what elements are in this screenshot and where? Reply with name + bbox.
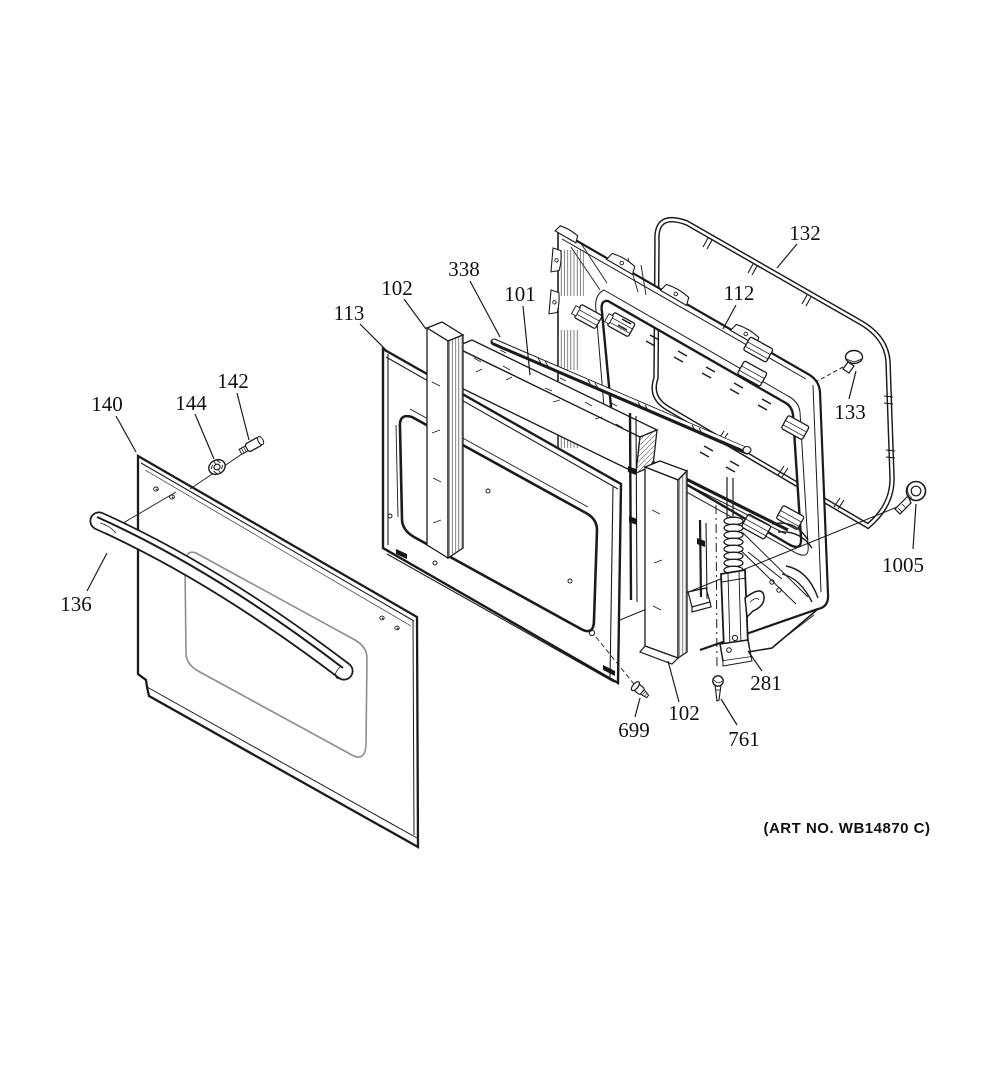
callout-113: 113	[334, 301, 365, 325]
callout-144: 144	[175, 391, 207, 415]
screw-699	[595, 636, 650, 699]
screw-1005	[894, 480, 927, 515]
callout-132: 132	[789, 221, 821, 245]
callout-101: 101	[504, 282, 536, 306]
callout-labels: 140 144 142 136 113 102 338 101 112 132 …	[60, 221, 924, 751]
callout-136: 136	[60, 592, 92, 616]
screw-761	[712, 675, 724, 702]
door-gasket-132	[651, 216, 896, 530]
art-number: (ART NO. WB14870 C)	[763, 820, 930, 837]
gasket-hatch-ticks	[653, 237, 896, 510]
screw-761-axis-line	[715, 504, 718, 671]
callout-140: 140	[91, 392, 123, 416]
callout-leader-lines	[86, 243, 917, 726]
hidden-edge-dashes	[617, 318, 772, 473]
glass-retainer-rod-338	[490, 338, 752, 455]
hinge-assembly-281	[719, 477, 765, 667]
glass-clips	[570, 304, 810, 540]
callout-102-upper: 102	[381, 276, 413, 300]
hatch-patch	[560, 250, 584, 296]
screw-142	[189, 436, 265, 490]
callout-102-lower: 102	[668, 701, 700, 725]
screw-1005-axis-line	[587, 502, 908, 634]
callout-699: 699	[618, 718, 650, 742]
callout-338: 338	[448, 257, 480, 281]
plug-button-133	[811, 349, 864, 385]
callout-133: 133	[834, 400, 866, 424]
callout-761: 761	[728, 727, 760, 751]
slab-texture-ticks	[473, 349, 624, 429]
door-bottom-rail	[687, 522, 819, 653]
callout-1005: 1005	[882, 553, 924, 577]
door-handle-136	[89, 511, 354, 681]
washer-144	[208, 458, 226, 476]
insulation-block-102-lower	[638, 460, 689, 665]
hatch-patch	[558, 330, 580, 370]
outer-door-panel-140	[112, 454, 420, 849]
insulation-block-102-upper	[425, 321, 465, 560]
callout-142: 142	[217, 369, 249, 393]
callout-112: 112	[724, 281, 755, 305]
handle-mount-holes	[153, 486, 400, 631]
callout-281: 281	[750, 671, 782, 695]
